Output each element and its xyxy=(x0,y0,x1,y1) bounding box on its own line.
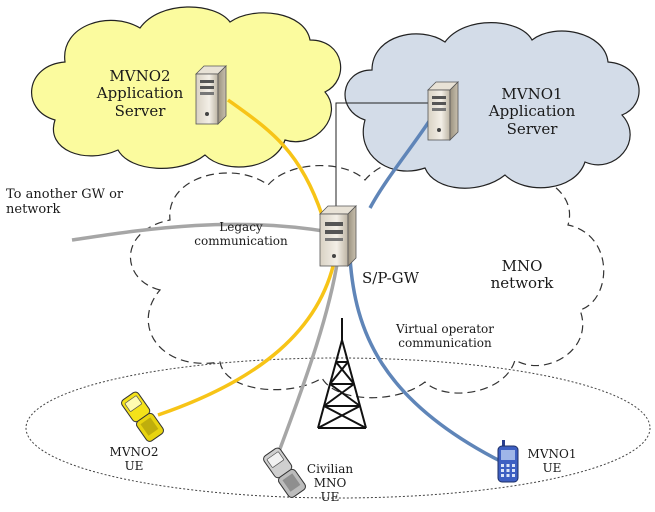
cell-tower-icon xyxy=(317,318,367,429)
civilian-ue-label: Civilian MNO UE xyxy=(306,462,354,504)
legacy-link xyxy=(71,222,331,242)
mvno2-ue-link xyxy=(157,257,337,417)
civilian-ue-link xyxy=(270,257,340,471)
mno-network-cloud xyxy=(129,156,605,399)
mvno2-server-link xyxy=(226,98,324,216)
mno-network-label: MNO network xyxy=(490,257,554,293)
mvno2-phone-icon xyxy=(121,391,164,442)
mvno1-ue-label: MVNO1 UE xyxy=(527,447,577,475)
mvno1-phone-icon xyxy=(497,440,519,483)
mvno2-ue-label: MVNO2 UE xyxy=(109,445,159,473)
mvno1-ue-link xyxy=(348,257,503,464)
gateway-label: S/P-GW xyxy=(362,269,420,287)
another-gw-label: To another GW or network xyxy=(6,187,124,217)
civilian-phone-icon xyxy=(263,447,306,498)
mvno1-control-link xyxy=(335,102,430,210)
mvno1-server-link xyxy=(368,119,432,209)
mvno1-cloud xyxy=(344,22,640,189)
mvno2-server-label: MVNO2 Application Server xyxy=(96,67,184,120)
gateway-server-icon xyxy=(319,205,357,267)
legacy-communication-label: Legacy communication xyxy=(194,220,288,248)
virtual-operator-label: Virtual operator communication xyxy=(395,322,495,350)
mvno1-server-icon xyxy=(427,81,459,141)
mvno1-server-label: MVNO1 Application Server xyxy=(488,85,576,138)
mvno2-server-icon xyxy=(195,65,227,125)
